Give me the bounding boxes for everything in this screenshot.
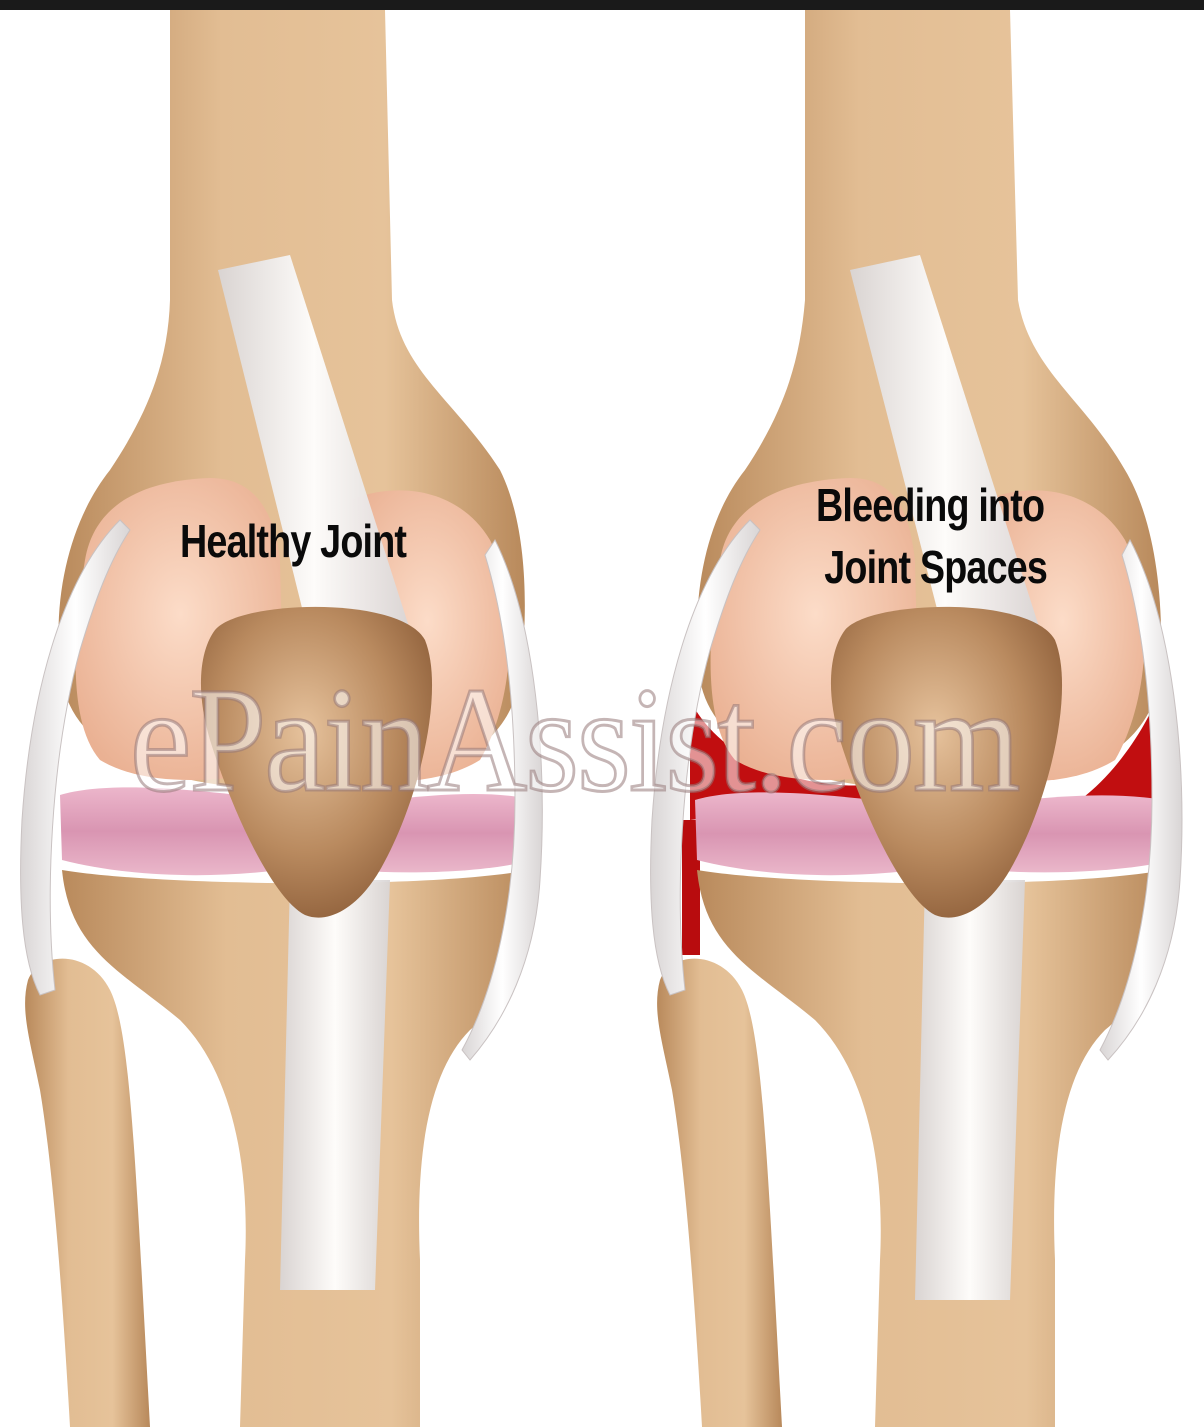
watermark-logo: ePainAssist.com — [130, 655, 1019, 825]
fibula-left — [25, 959, 150, 1427]
bleeding-joint-label: Bleeding into Joint Spaces — [816, 474, 1047, 598]
bleeding-label-line2: Joint Spaces — [816, 536, 1047, 598]
top-frame-bar — [0, 0, 1204, 10]
patellar-ligament-left — [280, 880, 390, 1290]
bleeding-label-line1: Bleeding into — [816, 474, 1047, 536]
healthy-joint-label: Healthy Joint — [180, 510, 406, 572]
patellar-ligament-right — [915, 880, 1025, 1300]
fibula-right — [657, 959, 782, 1427]
